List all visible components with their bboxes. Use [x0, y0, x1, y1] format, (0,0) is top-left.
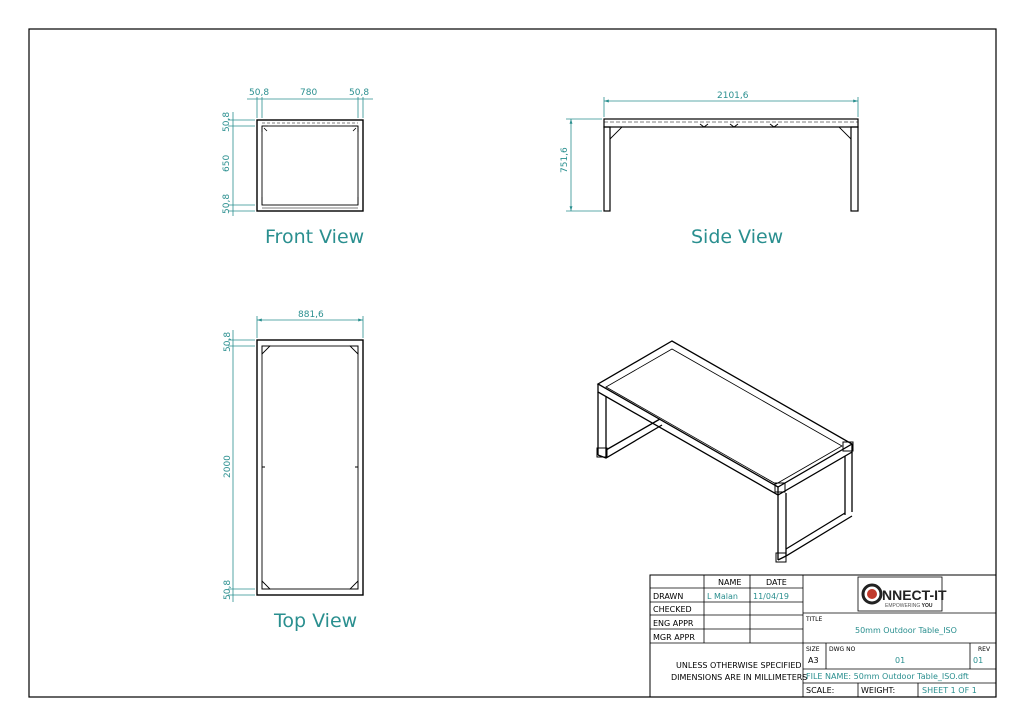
tb-note-line2: DIMENSIONS ARE IN MILLIMETERS	[671, 673, 807, 682]
tb-file-name: FILE NAME: 50mm Outdoor Table_ISO.dft	[806, 672, 969, 681]
company-logo: NNECT-IT EMPOWERING YOU	[857, 576, 947, 612]
top-dim-left-top: 50,8	[223, 332, 233, 352]
top-dim-left-bottom: 50,8	[223, 580, 233, 600]
logo-tagline: EMPOWERING YOU	[885, 603, 933, 609]
front-dim-left-bottom: 50,8	[222, 194, 232, 214]
tb-header-date: DATE	[766, 578, 787, 587]
tb-rev-label: REV	[978, 646, 991, 653]
tb-row-drawn-name: L Malan	[707, 592, 738, 601]
tb-size-label: SIZE	[806, 646, 820, 653]
tb-row-drawn-label: DRAWN	[653, 592, 683, 601]
tb-weight-label: WEIGHT:	[861, 686, 895, 695]
tb-note-line1: UNLESS OTHERWISE SPECIFIED	[676, 661, 802, 670]
side-view-top-beam	[603, 118, 859, 128]
front-view-title: Front View	[265, 226, 364, 248]
front-dim-left-top: 50,8	[222, 112, 232, 132]
side-view-right-leg	[850, 126, 859, 212]
front-view-inner-frame	[261, 125, 359, 206]
tb-title-value: 50mm Outdoor Table_ISO	[855, 626, 957, 635]
top-view-inner-frame	[261, 345, 359, 590]
logo-tagline-b: YOU	[922, 603, 933, 609]
top-view-outer-frame	[256, 339, 364, 596]
tb-sheet: SHEET 1 OF 1	[922, 686, 977, 695]
tb-row-drawn-date: 11/04/19	[753, 592, 789, 601]
front-dim-top-right: 50,8	[349, 88, 369, 98]
tb-dwg-label: DWG NO	[829, 646, 856, 653]
title-block	[649, 574, 997, 698]
front-dim-left-mid: 650	[222, 155, 232, 172]
front-view-corner-brackets	[261, 125, 359, 205]
front-view-outer-frame	[256, 119, 364, 212]
top-view-title: Top View	[273, 610, 357, 632]
tb-dwg-value: 01	[895, 656, 905, 665]
logo-globe-icon	[861, 583, 883, 605]
sheet-border	[28, 28, 997, 698]
tb-header-name: NAME	[718, 578, 741, 587]
tb-row-checked-label: CHECKED	[653, 605, 692, 614]
tb-title-label: TITLE	[805, 616, 822, 623]
side-view: 2101,6 751,6 Side View	[560, 91, 859, 248]
side-dim-left: 751,6	[560, 147, 570, 173]
front-view: 50,8 780 50,8 50,8 650 50,8 Front View	[222, 88, 373, 248]
top-dim-left-mid: 2000	[223, 455, 233, 478]
isometric-view	[596, 340, 854, 563]
side-dim-top: 2101,6	[717, 91, 749, 101]
logo-text: NNECT-IT	[882, 587, 947, 603]
top-view: 881,6 50,8 2000 50,8 Top View	[223, 310, 364, 632]
side-view-left-leg	[603, 126, 611, 212]
tb-row-mgr-label: MGR APPR	[653, 633, 695, 642]
side-view-brackets	[609, 123, 852, 141]
side-view-title: Side View	[691, 226, 783, 248]
top-view-corner-brackets	[261, 345, 359, 590]
tb-row-eng-label: ENG APPR	[653, 619, 694, 628]
tb-rev-value: 01	[973, 656, 983, 665]
tb-size-value: A3	[808, 656, 819, 665]
tb-scale-label: SCALE:	[806, 686, 834, 695]
logo-tagline-a: EMPOWERING	[885, 603, 922, 609]
front-dim-top-left: 50,8	[249, 88, 269, 98]
top-dim-top: 881,6	[298, 310, 324, 320]
front-dim-top-mid: 780	[300, 88, 317, 98]
